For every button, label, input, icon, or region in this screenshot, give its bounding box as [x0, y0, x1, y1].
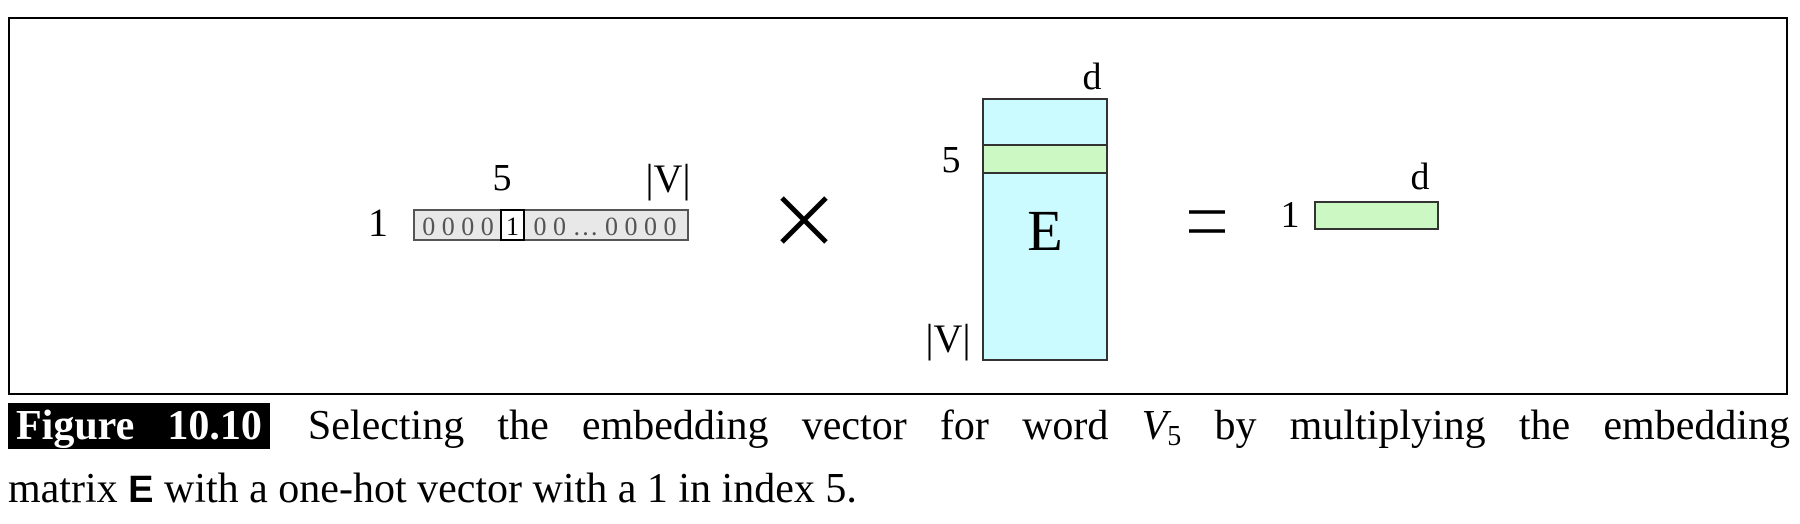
one-hot-row-label: 1: [368, 200, 388, 245]
caption-var-letter: V: [1141, 403, 1168, 449]
caption-text-3: matrix: [8, 466, 129, 512]
matrix-name-label: E: [1027, 198, 1062, 263]
caption-text-4: with a one-hot vector with a 1 in index …: [153, 466, 857, 512]
one-hot-vector-box: [413, 209, 689, 241]
matrix-height-label: |V|: [926, 316, 971, 361]
caption-var: V5: [1141, 403, 1182, 452]
caption-text-2: by multiplying the embedding: [1181, 403, 1791, 449]
caption-text-1: Selecting the embedding vector for word: [307, 403, 1142, 449]
embedding-diagram: 1 5 |V| 0 0 0 0 1 0 0 … 0 0 0 0 d 5 E |V…: [368, 56, 1439, 361]
result-width-label: d: [1411, 156, 1430, 198]
selected-row: [982, 144, 1108, 174]
one-hot-vector: 1 5 |V| 0 0 0 0 1 0 0 … 0 0 0 0: [368, 156, 690, 245]
caption-line-1: Figure 10.10 Selecting the embedding vect…: [8, 400, 1790, 463]
embedding-matrix: d 5 E |V|: [926, 56, 1108, 361]
times-symbol: [780, 196, 828, 244]
caption-matrix-symbol: E: [128, 469, 154, 511]
result-vector: 1 d: [1281, 156, 1439, 236]
one-hot-index-label: 5: [493, 157, 512, 199]
result-row-label: 1: [1281, 194, 1300, 236]
one-hot-hot-value: 1: [506, 212, 519, 241]
caption-var-subscript: 5: [1167, 421, 1182, 452]
matrix-width-label: d: [1083, 56, 1102, 98]
caption-line-2: matrix E with a one-hot vector with a 1 …: [8, 466, 857, 512]
equals-symbol: [1189, 210, 1225, 233]
figure-caption: Figure 10.10 Selecting the embedding vect…: [8, 400, 1790, 517]
one-hot-left-zeros: 0 0 0 0: [422, 212, 494, 241]
one-hot-hot-cell: [500, 209, 525, 241]
result-vector-box: [1314, 201, 1439, 230]
one-hot-right-zeros: 0 0 … 0 0 0 0: [534, 212, 677, 241]
figure-label: Figure 10.10: [8, 403, 270, 449]
embedding-matrix-box: [982, 98, 1108, 361]
matrix-row-label: 5: [942, 139, 961, 181]
figure-frame: [8, 17, 1788, 395]
one-hot-length-label: |V|: [646, 156, 691, 201]
